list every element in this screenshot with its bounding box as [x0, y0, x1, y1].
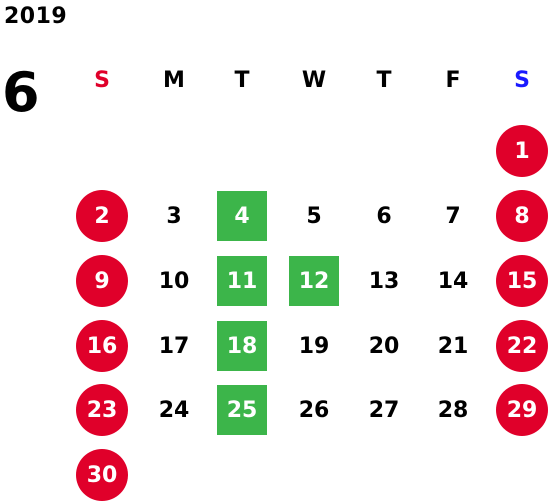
day-cell-6: 6: [376, 203, 392, 229]
day-cell-26: 26: [298, 397, 330, 423]
weekday-header-fri: F: [445, 68, 461, 93]
day-cell-9: 9: [76, 255, 128, 307]
month-label: 6: [2, 61, 40, 124]
day-cell-10: 10: [158, 268, 190, 294]
day-cell-16: 16: [76, 320, 128, 372]
day-cell-19: 19: [298, 333, 330, 359]
day-cell-29: 29: [496, 384, 548, 436]
day-cell-14: 14: [437, 268, 469, 294]
day-cell-21: 21: [437, 333, 469, 359]
day-cell-23: 23: [76, 384, 128, 436]
day-cell-1: 1: [496, 125, 548, 177]
day-cell-7: 7: [445, 203, 461, 229]
weekday-header-wed: W: [301, 68, 327, 93]
day-cell-30: 30: [76, 449, 128, 501]
day-cell-22: 22: [496, 320, 548, 372]
day-cell-5: 5: [306, 203, 322, 229]
day-cell-13: 13: [368, 268, 400, 294]
day-cell-8: 8: [496, 190, 548, 242]
weekday-header-tue: T: [234, 68, 250, 93]
weekday-header-sat: S: [514, 68, 530, 93]
day-cell-28: 28: [437, 397, 469, 423]
day-cell-11: 11: [217, 256, 267, 306]
year-label: 2019: [4, 4, 68, 29]
weekday-header-thu: T: [376, 68, 392, 93]
day-cell-3: 3: [166, 203, 182, 229]
weekday-header-mon: M: [163, 68, 185, 93]
day-cell-20: 20: [368, 333, 400, 359]
day-cell-25: 25: [217, 385, 267, 435]
day-cell-18: 18: [217, 321, 267, 371]
day-cell-17: 17: [158, 333, 190, 359]
day-cell-4: 4: [217, 191, 267, 241]
weekday-header-sun: S: [94, 68, 110, 93]
day-cell-24: 24: [158, 397, 190, 423]
day-cell-12: 12: [289, 256, 339, 306]
day-cell-15: 15: [496, 255, 548, 307]
day-cell-27: 27: [368, 397, 400, 423]
day-cell-2: 2: [76, 190, 128, 242]
